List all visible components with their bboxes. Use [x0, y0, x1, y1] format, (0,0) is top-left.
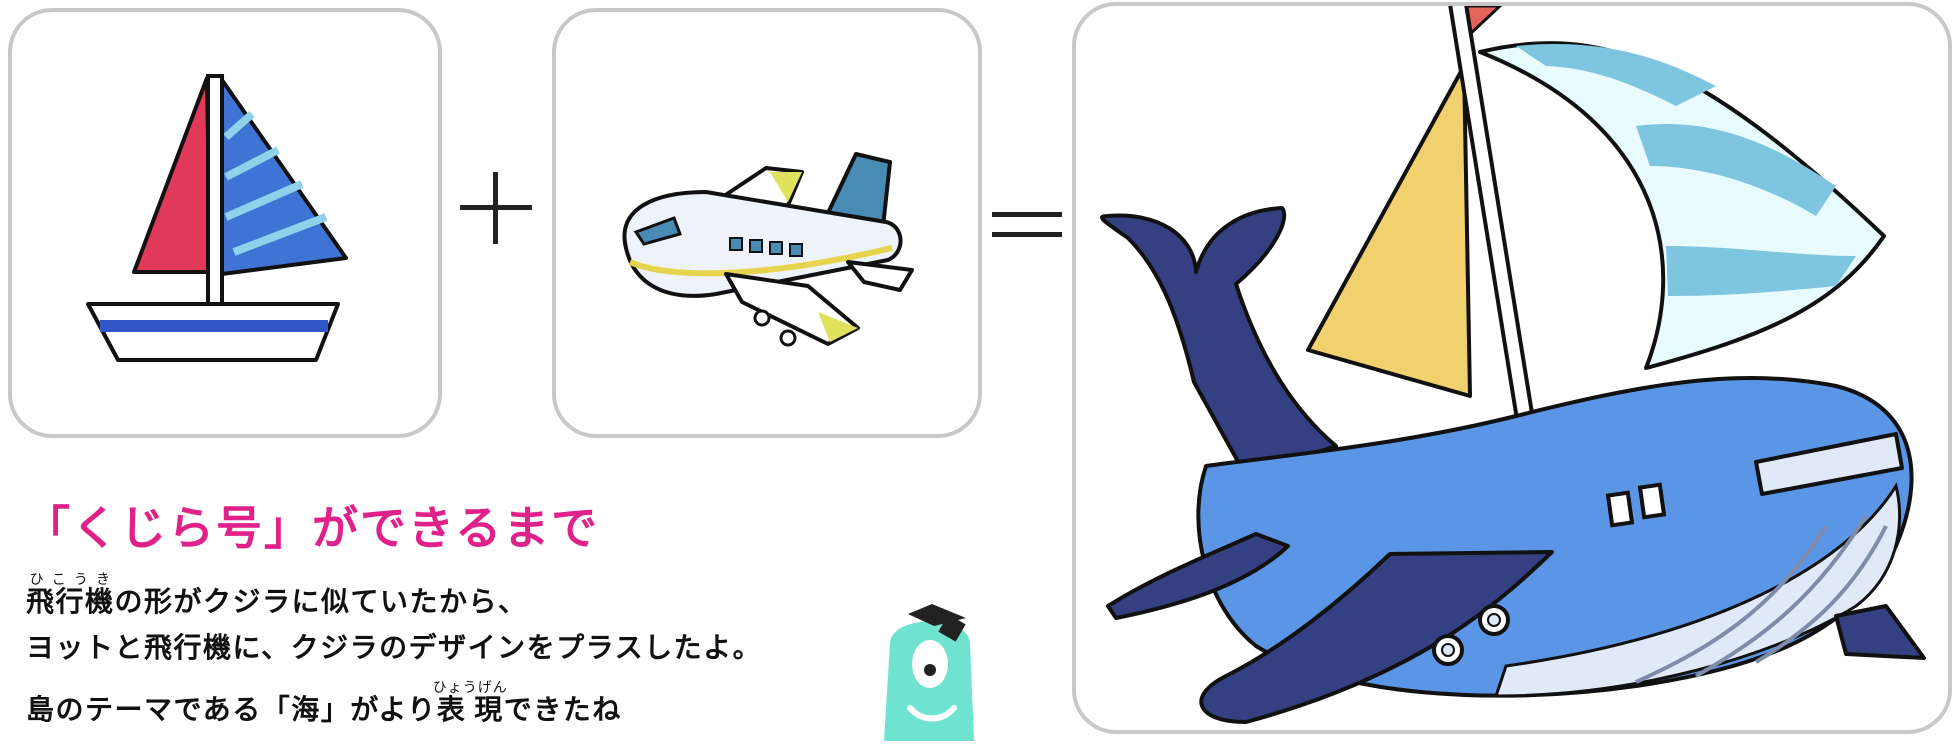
description-line-2: ヨットと飛行機に、クジラのデザインをプラスしたよ。 [26, 631, 763, 664]
sailboat-icon [86, 74, 348, 362]
equals-operator [992, 204, 1062, 244]
whale-ship-icon [1100, 6, 1926, 724]
furigana-hikouki: 飛行機ひこうき [26, 572, 115, 618]
furigana-hyougen: 表現ひょうげん [432, 680, 508, 726]
description-line-3: 島のテーマである「海」がより表現ひょうげんできたね [26, 680, 622, 726]
mascot-icon [870, 604, 988, 741]
airplane-panel [552, 8, 982, 438]
sailboat-panel [8, 8, 442, 438]
airplane-icon [622, 152, 914, 347]
whale-ship-panel [1072, 2, 1952, 734]
plus-operator [460, 172, 532, 244]
page-title: 「くじら号」ができるまで [24, 501, 600, 555]
description-line-1: 飛行機ひこうきの形がクジラに似ていたから、 [26, 572, 528, 618]
